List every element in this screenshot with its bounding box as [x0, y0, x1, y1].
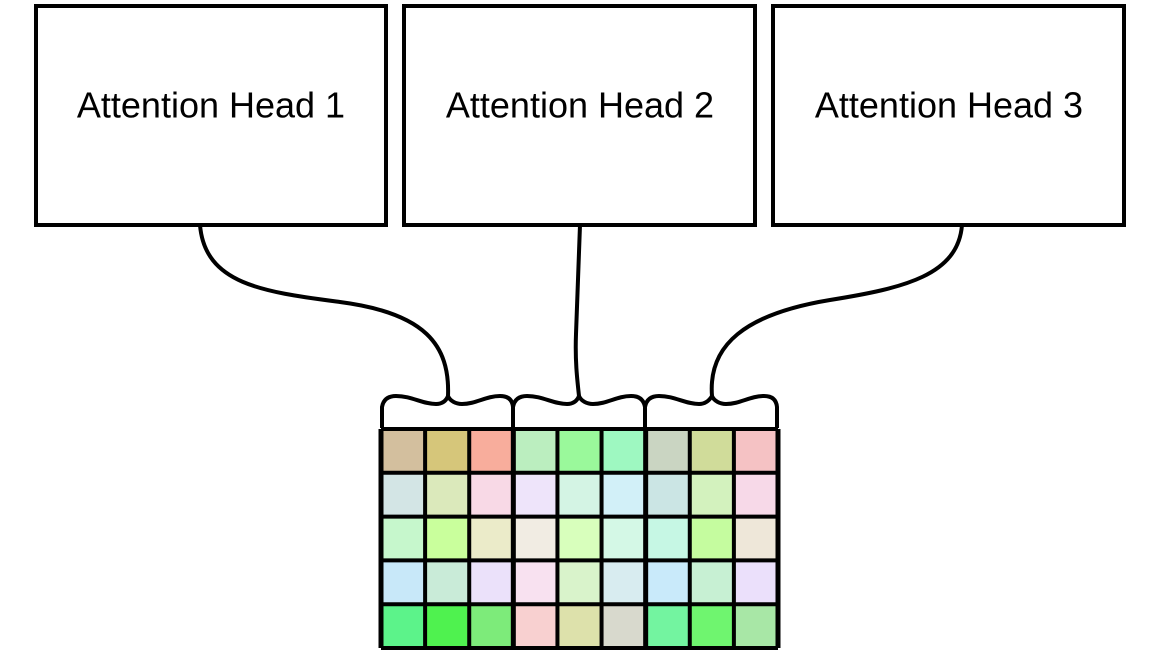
grid-cell	[513, 516, 558, 561]
grid-cell	[689, 560, 734, 605]
attention-head-2: Attention Head 2	[402, 4, 757, 227]
grid-cell	[733, 516, 778, 561]
attention-head-2-label: Attention Head 2	[446, 85, 714, 126]
attention-head-3-label: Attention Head 3	[815, 85, 1083, 126]
grid-cell	[733, 604, 778, 648]
grid-cell	[425, 604, 470, 648]
grid-cell	[381, 429, 426, 473]
grid-cell	[645, 604, 690, 648]
connector-head-3	[709, 224, 964, 397]
grid-cell	[513, 560, 558, 605]
grid-cell	[513, 604, 558, 648]
grid-cell	[601, 560, 646, 605]
grid-cell	[513, 429, 558, 473]
attention-head-3: Attention Head 3	[771, 4, 1126, 227]
grid-cell	[469, 560, 514, 605]
grid-cell	[733, 429, 778, 473]
grid-cell	[513, 472, 558, 517]
grid-cell	[381, 560, 426, 605]
grid-cell	[645, 516, 690, 561]
grid-cell	[689, 516, 734, 561]
grid-cell	[469, 429, 514, 473]
grid-cell	[381, 604, 426, 648]
grid-cell	[425, 516, 470, 561]
grid-cell	[557, 429, 602, 473]
grid-cell	[557, 472, 602, 517]
grid-cell	[425, 429, 470, 473]
grid-cell	[557, 560, 602, 605]
grid-cell	[557, 516, 602, 561]
grid-cell	[733, 472, 778, 517]
brace-group-3	[643, 391, 779, 428]
grid-cell	[469, 472, 514, 517]
embedding-grid-lines	[378, 427, 781, 650]
grid-cell	[601, 429, 646, 473]
attention-head-1: Attention Head 1	[34, 4, 388, 227]
grid-cell	[557, 604, 602, 648]
grid-cell	[689, 472, 734, 517]
grid-cell	[425, 472, 470, 517]
connector-head-2	[573, 224, 582, 397]
grid-cell	[469, 516, 514, 561]
grid-cell	[733, 560, 778, 605]
grid-cell	[689, 604, 734, 648]
embedding-grid	[381, 429, 778, 648]
grid-cell	[645, 560, 690, 605]
grid-cell	[645, 429, 690, 473]
grid-cell	[689, 429, 734, 473]
grid-cell	[645, 472, 690, 517]
grid-cell	[381, 472, 426, 517]
grid-cell	[601, 516, 646, 561]
connector-head-1	[198, 224, 451, 397]
brace-group-1	[380, 390, 515, 428]
attention-head-1-label: Attention Head 1	[77, 85, 345, 126]
grid-cell	[601, 472, 646, 517]
brace-group-2	[511, 390, 647, 428]
grid-cell	[601, 604, 646, 648]
grid-cell	[381, 516, 426, 561]
grid-cell	[469, 604, 514, 648]
grid-cell	[425, 560, 470, 605]
